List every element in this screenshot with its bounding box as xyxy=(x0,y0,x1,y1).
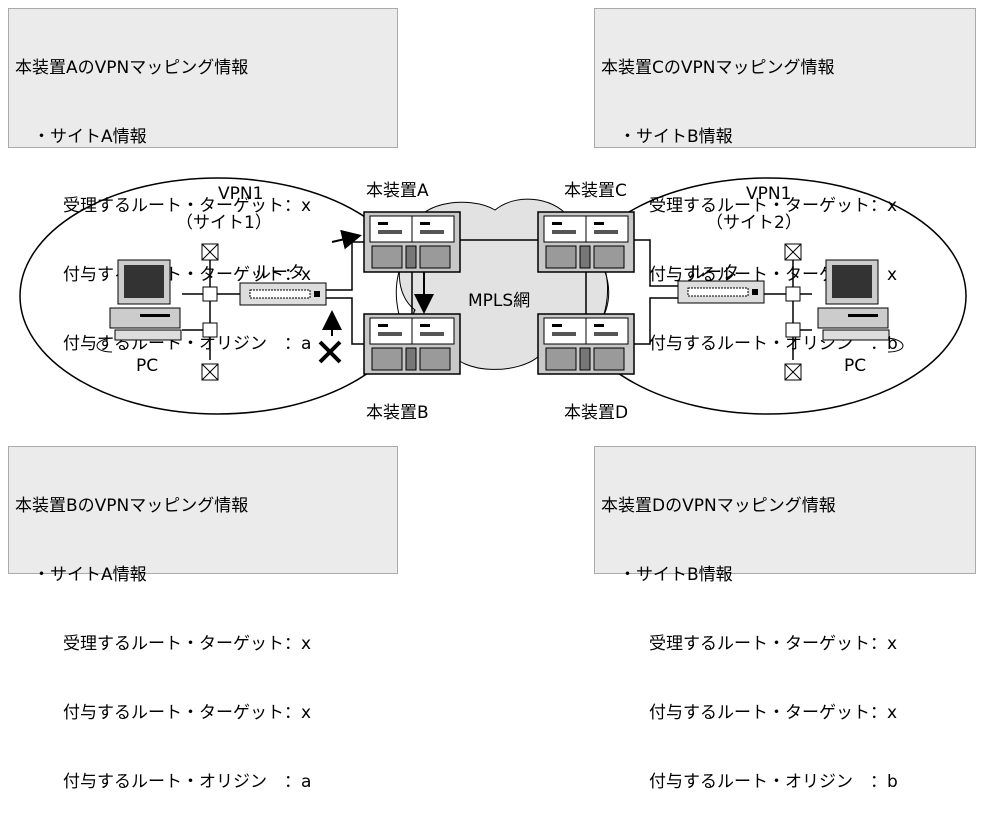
router-left xyxy=(239,282,327,306)
link-router-left-to-b xyxy=(325,297,364,345)
pc-right-icon xyxy=(817,259,890,341)
box-title: 本装置BのVPNマッピング情報 xyxy=(15,496,249,516)
device-c xyxy=(537,211,635,273)
failure-x-icon xyxy=(318,340,342,364)
label-router-left: ルータ xyxy=(254,263,305,283)
box-line: 付与するルート・オリジン ：b xyxy=(649,772,898,792)
router-right xyxy=(677,280,765,304)
box-line: 付与するルート・ターゲット：x xyxy=(63,703,312,723)
terminator-icon xyxy=(201,363,219,381)
label-site-left: （サイト1） xyxy=(176,213,272,233)
link-router-left-to-a xyxy=(325,241,364,291)
box-line: 受理するルート・ターゲット：x xyxy=(649,196,898,216)
terminator-icon xyxy=(784,363,802,381)
label-vpn-left: VPN1 xyxy=(218,184,264,204)
box-title: 本装置CのVPNマッピング情報 xyxy=(601,58,835,78)
box-title: 本装置AのVPNマッピング情報 xyxy=(15,58,249,78)
label-device-d: 本装置D xyxy=(564,403,629,423)
network-diagram xyxy=(19,177,967,415)
link-d-to-router-right xyxy=(634,297,678,345)
terminator-icon xyxy=(784,243,802,261)
label-device-a: 本装置A xyxy=(366,181,429,201)
label-vpn-right: VPN1 xyxy=(746,184,792,204)
device-d xyxy=(537,313,635,375)
label-pc-left: PC xyxy=(136,356,159,376)
terminator-icon xyxy=(201,243,219,261)
link-c-to-router-right xyxy=(634,239,678,287)
label-site-right: （サイト2） xyxy=(706,213,802,233)
label-mpls: MPLS網 xyxy=(468,291,531,311)
box-title: 本装置DのVPNマッピング情報 xyxy=(601,496,836,516)
vpn-mapping-box-a: 本装置AのVPNマッピング情報 ・サイトA情報 受理するルート・ターゲット：x … xyxy=(8,8,398,354)
device-a xyxy=(363,211,461,273)
label-device-b: 本装置B xyxy=(366,403,429,423)
label-device-c: 本装置C xyxy=(564,181,627,201)
device-b xyxy=(363,313,461,375)
box-line: 受理するルート・ターゲット：x xyxy=(63,196,312,216)
box-line: 付与するルート・ターゲット：x xyxy=(649,703,898,723)
box-line: 受理するルート・ターゲット：x xyxy=(649,634,898,654)
box-line: 付与するルート・オリジン ：a xyxy=(63,772,312,792)
box-line: 受理するルート・ターゲット：x xyxy=(63,634,312,654)
label-router-right: ルータ xyxy=(688,263,739,283)
route-arrow-right xyxy=(331,229,362,250)
box-line: 付与するルート・オリジン ：a xyxy=(63,334,312,354)
label-pc-right: PC xyxy=(844,356,867,376)
box-site: ・サイトA情報 xyxy=(33,127,147,147)
box-site: ・サイトB情報 xyxy=(619,127,733,147)
pc-left-icon xyxy=(109,259,182,341)
